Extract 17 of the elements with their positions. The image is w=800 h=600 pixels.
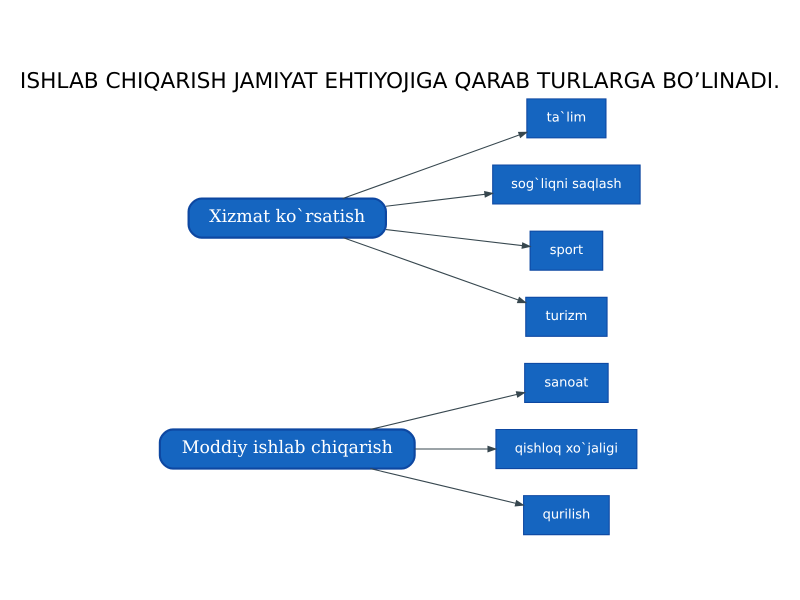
node-box: ta`lim: [526, 98, 607, 138]
arrow: [414, 445, 498, 452]
node-box: sog`liqni saqlash: [492, 164, 641, 204]
arrow: [386, 190, 494, 206]
node-box: qurilish: [523, 494, 610, 535]
node-box: sanoat: [524, 362, 609, 402]
arrow: [386, 228, 532, 248]
arrow: [370, 468, 525, 506]
node-box: qishloq xo`jaligi: [495, 428, 638, 469]
arrow: [370, 390, 526, 430]
node-box: turizm: [525, 296, 608, 336]
node-box: sport: [530, 230, 604, 270]
arrow: [342, 131, 528, 199]
node-box: Xizmat ko`rsatish: [188, 197, 387, 238]
diagram-title: ISHLAB CHIQARISH JAMIYAT EHTIYOJIGA QARAB TURLARGA BO’LINADI.: [20, 68, 780, 94]
node-box: Moddiy ishlab chiqarish: [158, 428, 416, 470]
arrow: [343, 236, 528, 303]
